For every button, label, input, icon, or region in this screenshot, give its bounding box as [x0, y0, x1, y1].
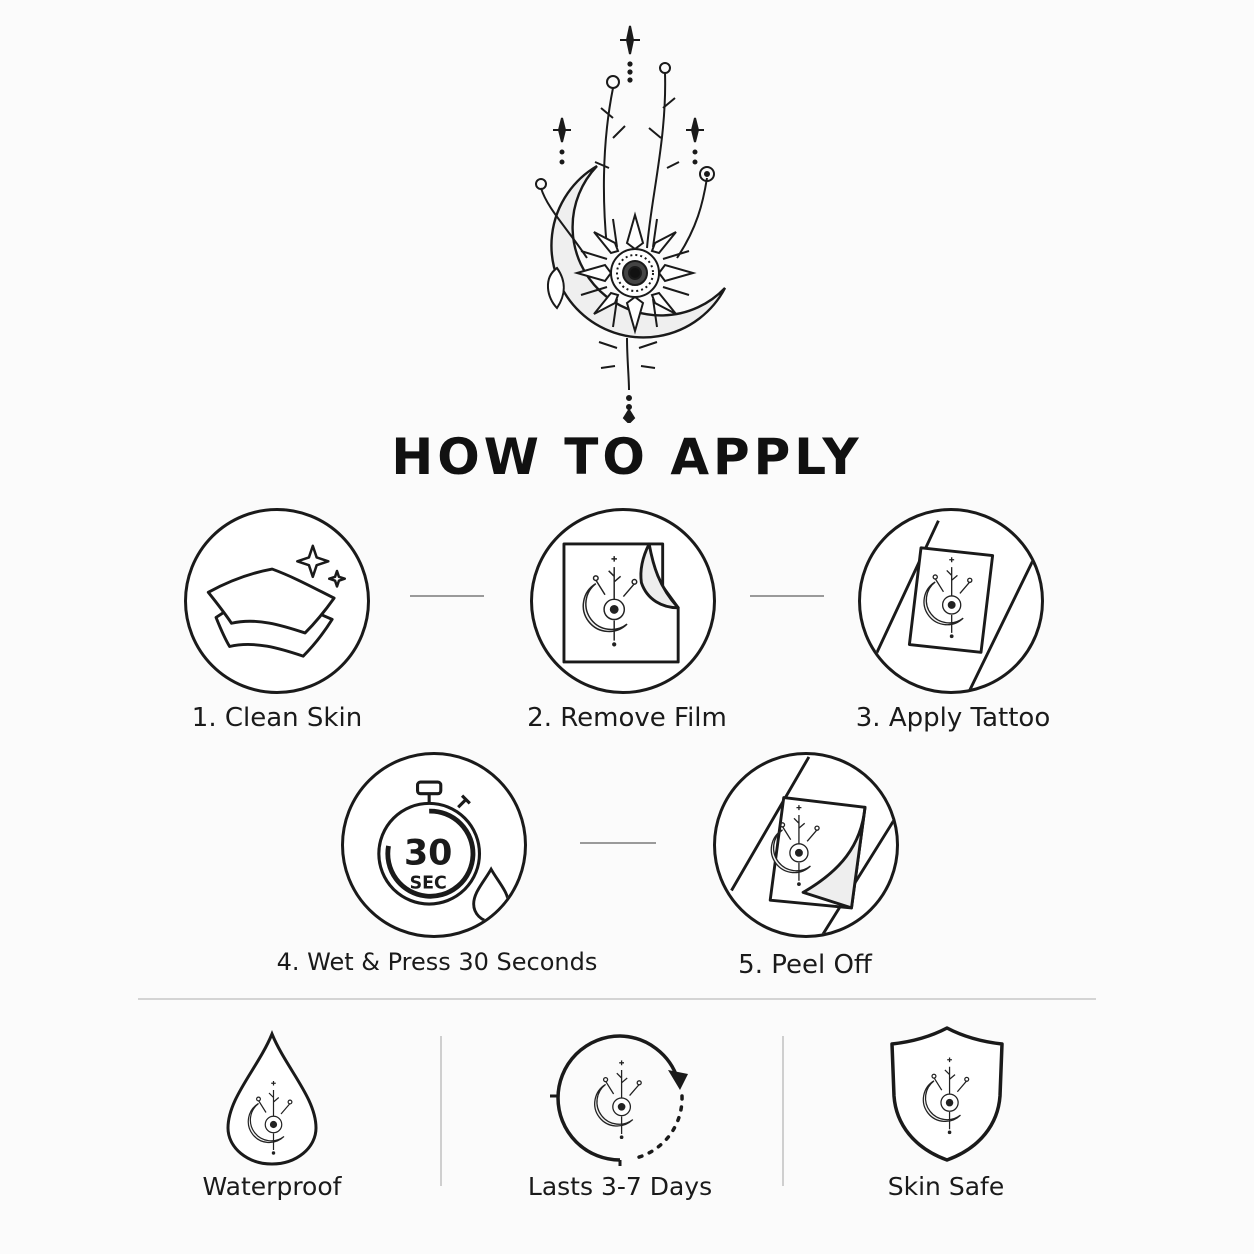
timer-value: 30: [404, 833, 452, 873]
stopwatch-icon: 30 SEC: [377, 780, 510, 923]
step-4-label: 4. Wet & Press 30 Seconds: [276, 948, 598, 976]
step-4-icon-circle: 30 SEC: [341, 752, 527, 938]
step-2-icon-circle: [530, 508, 716, 694]
feature-divider: [440, 1036, 442, 1186]
peeling-sheet-icon: [562, 542, 680, 664]
feature-label-waterproof: Waterproof: [202, 1172, 342, 1201]
feature-skin-safe: [888, 1024, 1006, 1164]
feature-waterproof: [222, 1028, 322, 1168]
feature-lasts: [546, 1030, 696, 1166]
step-connector: [750, 595, 824, 597]
feature-label-lasts: Lasts 3-7 Days: [527, 1172, 713, 1201]
step-5-icon-circle: [713, 752, 899, 938]
feature-divider: [782, 1036, 784, 1186]
water-drop-icon: [472, 866, 510, 923]
tattoo-illustration: [517, 18, 737, 425]
page-title: HOW TO APPLY: [391, 428, 863, 486]
step-1-icon-circle: [184, 508, 370, 694]
cotton-pads-icon: [206, 544, 346, 658]
step-5-label: 5. Peel Off: [738, 950, 872, 980]
section-divider: [138, 998, 1096, 1000]
step-1-label: 1. Clean Skin: [191, 703, 363, 733]
water-drop-icon: [226, 1030, 318, 1166]
step-connector: [580, 842, 656, 844]
peel-off-icon: [730, 756, 896, 935]
tattoo-on-arm-icon: [869, 520, 1041, 691]
shield-icon: [890, 1026, 1004, 1162]
timer-unit: SEC: [410, 874, 447, 894]
step-3-label: 3. Apply Tattoo: [855, 703, 1051, 733]
step-2-label: 2. Remove Film: [527, 703, 727, 733]
step-3-icon-circle: [858, 508, 1044, 694]
feature-label-skin-safe: Skin Safe: [887, 1172, 1005, 1201]
cycle-arrow-icon: [550, 1034, 688, 1166]
step-connector: [410, 595, 484, 597]
